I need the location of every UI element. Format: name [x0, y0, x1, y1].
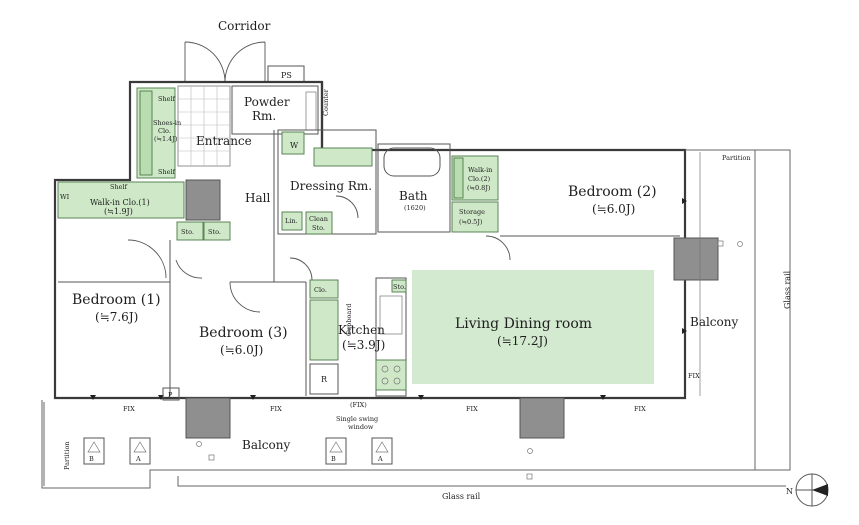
single-swing-window-1: Single swing: [336, 415, 378, 423]
glass-rail-bottom: Glass rail: [442, 492, 481, 501]
kitchen-sto-label: Sto.: [393, 283, 406, 291]
storage-label: Storage: [459, 208, 485, 216]
living-dining-size: (≒17.2J): [497, 334, 548, 348]
balcony-drains: [196, 240, 743, 480]
balcony-unit-b-2: B: [325, 437, 347, 465]
fix-paren: (FIX): [350, 401, 367, 409]
p-label: P: [168, 391, 173, 399]
entry-door[interactable]: [184, 41, 266, 83]
bath-size: (1620): [404, 204, 426, 212]
wic2-label-3: (≒0.8J): [467, 184, 491, 192]
clo-label: Clo.: [314, 286, 327, 294]
wic2-label-2: Clo.(2): [468, 175, 491, 183]
kitchen-size: (≒3.9J): [342, 338, 385, 352]
corridor-label: Corridor: [218, 19, 271, 33]
bath-label: Bath: [399, 189, 428, 203]
hall-storage: Sto. Sto.: [176, 221, 231, 241]
fix-2: FIX: [270, 405, 282, 413]
single-swing-window-2: window: [348, 423, 374, 431]
clean-sto-label-1: Clean: [309, 215, 328, 223]
bedroom2-label: Bedroom (2): [568, 184, 657, 200]
dressing-room: W Lin. Clean Sto. Dressing Rm.: [277, 129, 377, 235]
wic1-size: (≒1.9J): [104, 207, 133, 216]
storage-size: (≒0.5J): [459, 218, 483, 226]
kitchen: Clo. Cupboard R Sto. Kitchen (≒3.9J): [309, 277, 407, 397]
bedroom1-size: (≒7.6J): [95, 310, 138, 324]
svg-text:B: B: [89, 455, 94, 463]
bedroom2-size: (≒6.0J): [592, 202, 635, 216]
partition-left: Partition: [63, 441, 71, 470]
wic1-label: Walk-in Clo.(1): [90, 198, 150, 207]
fix-4: FIX: [634, 405, 646, 413]
hall-label: Hall: [245, 191, 270, 205]
shoes-label-2: Clo.: [158, 127, 171, 135]
washer-label: W: [290, 141, 299, 150]
balcony-unit-a-2: A: [371, 437, 393, 465]
powder-room-label-1: Powder: [244, 95, 290, 109]
fridge-label: R: [321, 375, 328, 384]
bedroom3-label: Bedroom (3): [199, 325, 288, 341]
counter-label: Counter: [322, 88, 330, 116]
north-arrow-icon: N: [786, 473, 829, 507]
sto-left: Sto.: [181, 228, 194, 236]
column-bedroom2: [673, 237, 719, 281]
balcony-south-label: Balcony: [242, 438, 290, 452]
ps-label: PS: [281, 71, 292, 80]
fix-1: FIX: [123, 405, 135, 413]
dressing-room-label: Dressing Rm.: [290, 179, 372, 193]
wic2-label-1: Walk-in: [468, 166, 492, 174]
entrance-floor: [177, 85, 231, 167]
entrance-label: Entrance: [196, 134, 252, 148]
glass-rail-right: Glass rail: [783, 270, 792, 309]
svg-text:B: B: [331, 455, 336, 463]
shoes-shelf-top: Shelf: [158, 95, 176, 103]
balcony-east-label: Balcony: [690, 315, 738, 329]
bedroom-2: Bedroom (2) (≒6.0J): [500, 184, 680, 237]
bathroom: Bath (1620): [377, 143, 451, 233]
storage-closet: Storage (≒0.5J): [451, 201, 499, 233]
pipe-space: PS: [267, 65, 305, 83]
interior-doors: [127, 195, 511, 313]
balcony-outline: [41, 149, 791, 489]
cupboard-label: Cupboard: [345, 303, 353, 336]
shoes-in-closet: Shelf Shelf Shoes-in Clo. (≒1.4J): [136, 87, 181, 179]
powder-room: Powder Rm. Counter: [231, 85, 330, 135]
kitchen-label: Kitchen: [338, 323, 385, 337]
north-label: N: [786, 487, 793, 496]
walk-in-closet-2: Walk-in Clo.(2) (≒0.8J): [451, 155, 499, 201]
window-markers: [90, 198, 687, 400]
living-dining-room: Living Dining room (≒17.2J): [412, 270, 654, 384]
balcony-unit-a-1: A: [129, 437, 151, 465]
linen-label: Lin.: [285, 217, 298, 225]
svg-text:A: A: [135, 455, 141, 463]
shoes-label-1: Shoes-in: [153, 119, 181, 127]
partition-top: Partition: [722, 154, 751, 162]
interior-walls: [58, 130, 307, 396]
living-dining-label: Living Dining room: [455, 316, 592, 332]
bedroom3-size: (≒6.0J): [220, 343, 263, 357]
column-balcony-right: [519, 397, 565, 439]
shoes-shelf-bottom: Shelf: [158, 168, 176, 176]
svg-text:A: A: [377, 455, 383, 463]
shoes-label-3: (≒1.4J): [154, 135, 178, 143]
fix-5: FIX: [688, 372, 700, 380]
exterior-walls: [53, 80, 687, 400]
balcony-unit-b-1: B: [83, 437, 105, 465]
powder-room-label-2: Rm.: [252, 109, 276, 123]
wic1-wi: WI: [60, 193, 70, 201]
p-box: [162, 387, 180, 401]
sto-right: Sto.: [208, 228, 221, 236]
fix-3: FIX: [466, 405, 478, 413]
walk-in-closet-1: Shelf WI Walk-in Clo.(1) (≒1.9J): [57, 181, 185, 219]
bedroom1-label: Bedroom (1): [72, 292, 161, 308]
column-hall: [185, 179, 221, 221]
clean-sto-label-2: Sto.: [312, 224, 325, 232]
column-balcony-left: [185, 397, 231, 439]
wic1-shelf: Shelf: [110, 183, 128, 191]
